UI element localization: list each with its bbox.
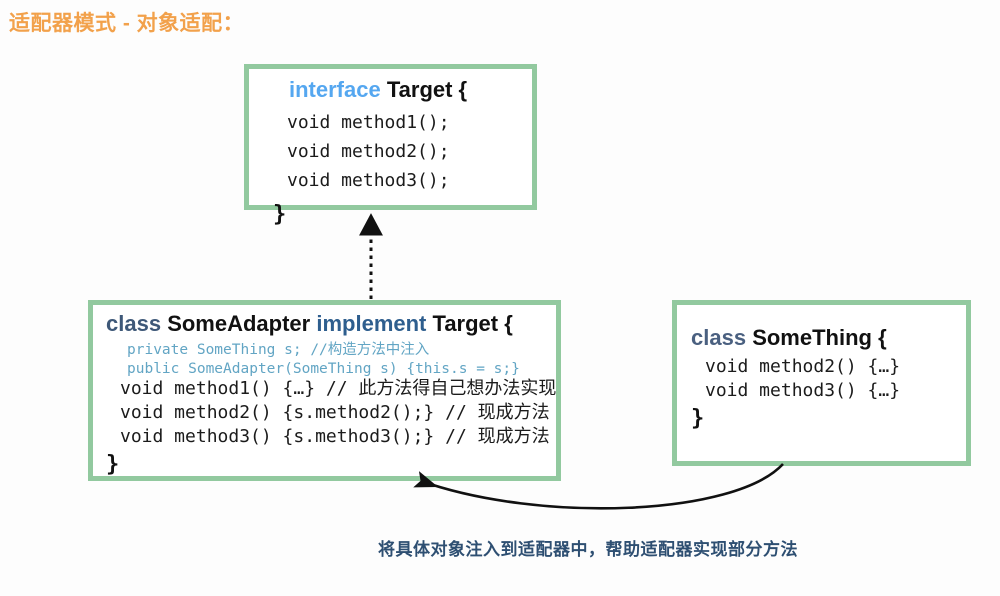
someadapter-target-name: Target {	[432, 311, 513, 336]
interface-target-body: interface Target { void method1(); void …	[249, 69, 532, 227]
target-close-brace: }	[273, 202, 287, 227]
class-something-body: class SomeThing { void method2() {…} voi…	[677, 305, 966, 431]
someadapter-close-brace: }	[106, 452, 120, 477]
target-method-line-1: void method1();	[287, 112, 450, 133]
someadapter-method-line-3: void method3() {s.method3();} // 现成方法	[120, 426, 550, 447]
interface-target-name: Target {	[386, 77, 468, 102]
someadapter-declaration: class SomeAdapter implement Target {	[106, 311, 556, 337]
class-something-box: class SomeThing { void method2() {…} voi…	[672, 300, 971, 466]
interface-keyword: interface	[289, 77, 381, 102]
target-method-line-3: void method3();	[287, 170, 450, 191]
class-keyword: class	[106, 311, 162, 336]
something-close-brace: }	[691, 406, 705, 431]
something-method-line-1: void method2() {…}	[705, 356, 901, 377]
something-declaration: class SomeThing {	[691, 325, 966, 351]
someadapter-name: SomeAdapter	[167, 311, 311, 336]
implement-keyword: implement	[316, 311, 427, 336]
interface-target-declaration: interface Target {	[289, 77, 532, 103]
injection-caption: 将具体对象注入到适配器中，帮助适配器实现部分方法	[378, 540, 798, 559]
something-name: SomeThing {	[752, 325, 887, 350]
page-title: 适配器模式 - 对象适配：	[9, 12, 245, 35]
someadapter-field-line: private SomeThing s; //构造方法中注入	[127, 342, 430, 358]
something-method-line-2: void method3() {…}	[705, 380, 901, 401]
someadapter-method-line-1: void method1() {…} // 此方法得自己想办法实现	[120, 378, 557, 399]
someadapter-method-line-2: void method2() {s.method2();} // 现成方法	[120, 402, 550, 423]
class-someadapter-body: class SomeAdapter implement Target { pri…	[93, 305, 556, 477]
class-keyword-something: class	[691, 325, 747, 350]
someadapter-constructor-line: public SomeAdapter(SomeThing s) {this.s …	[127, 360, 520, 377]
interface-target-box: interface Target { void method1(); void …	[244, 64, 537, 227]
class-someadapter-box: class SomeAdapter implement Target { pri…	[88, 300, 561, 481]
target-method-line-2: void method2();	[287, 141, 450, 162]
